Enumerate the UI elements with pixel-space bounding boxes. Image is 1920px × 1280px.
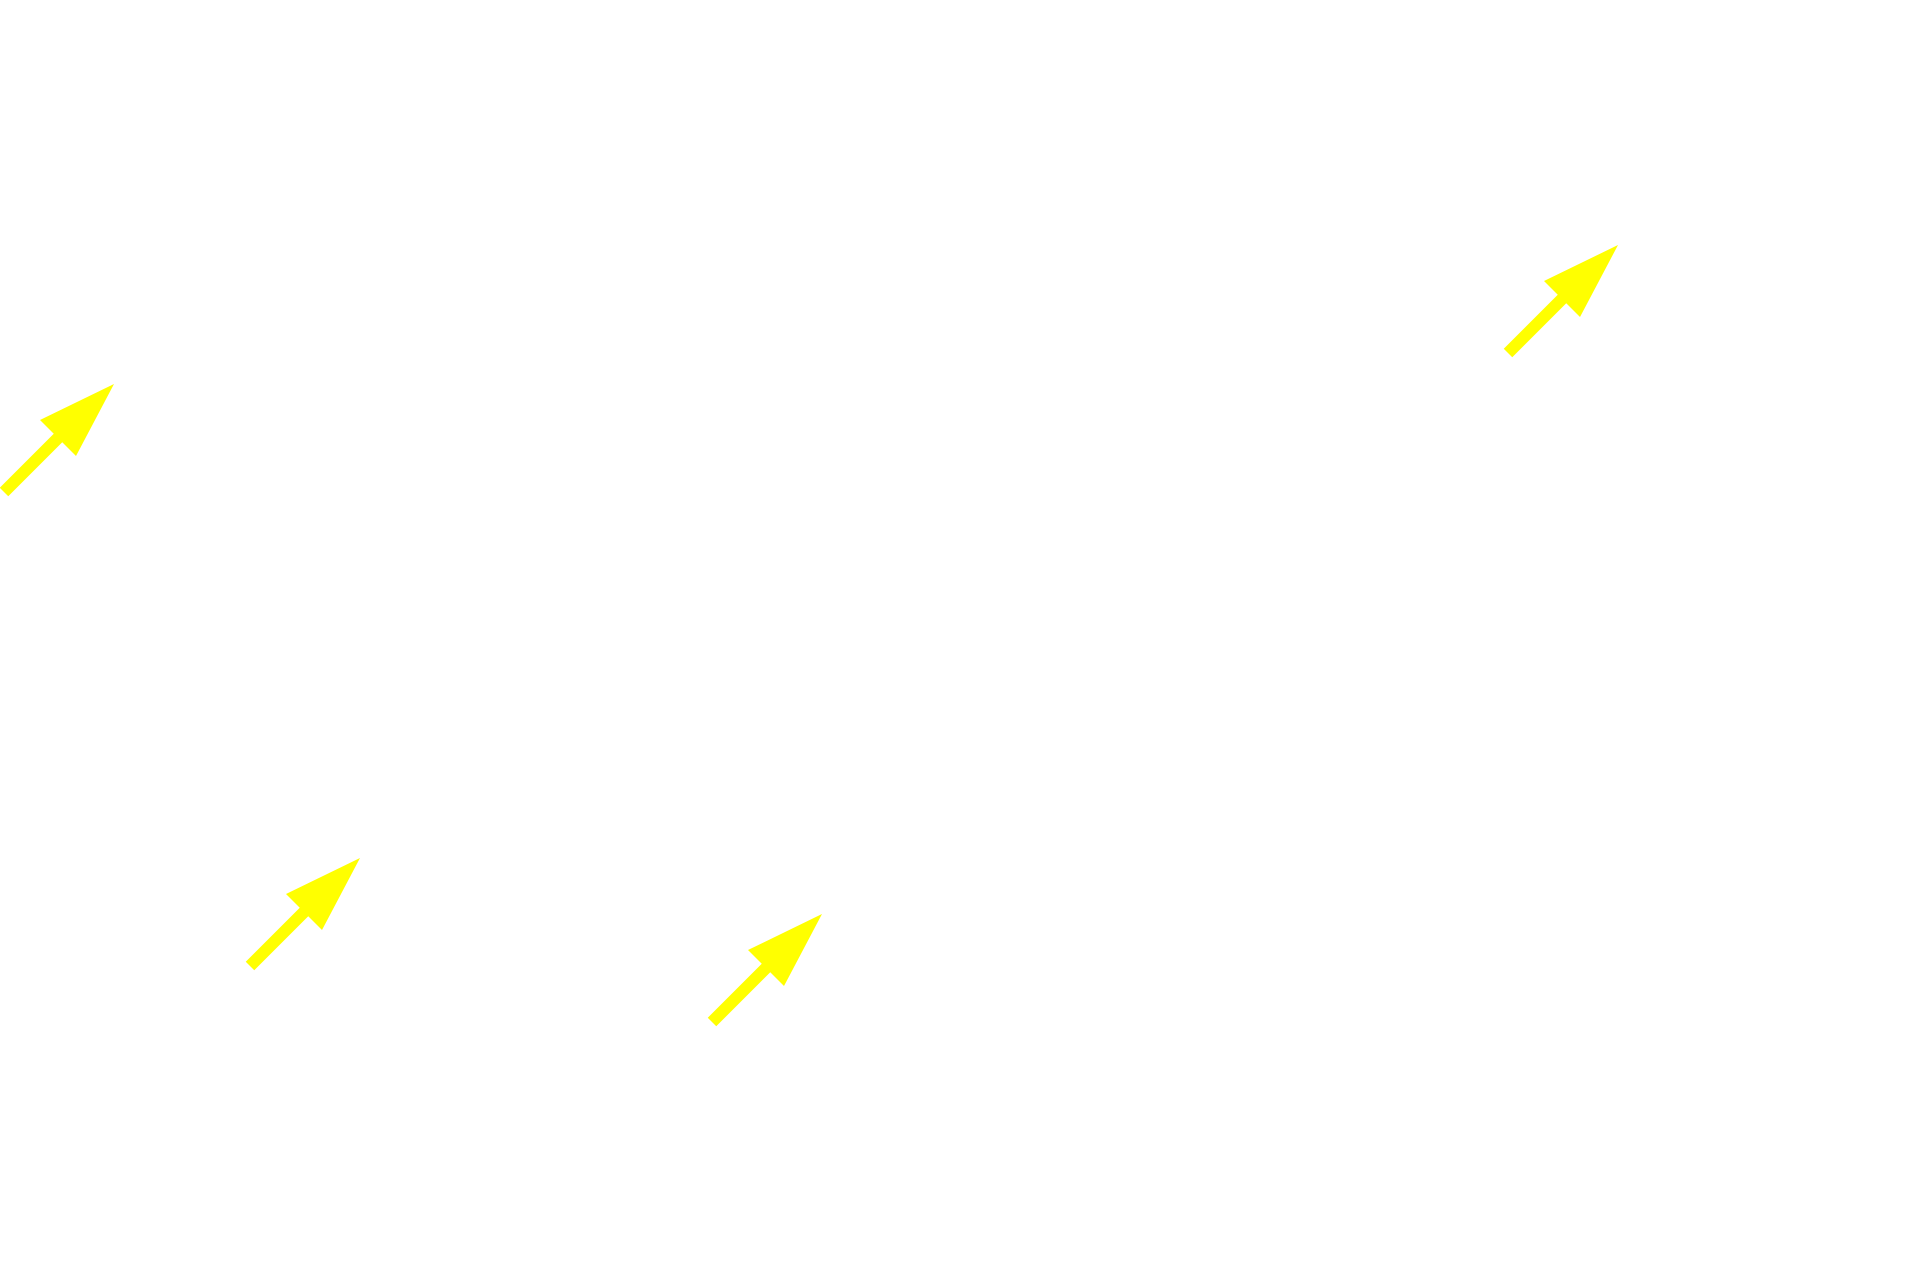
arrow-head (40, 384, 114, 456)
arrow-head (286, 858, 360, 930)
arrow-up-right-icon (1503, 245, 1618, 358)
arrow-head (748, 914, 822, 986)
arrow-head (1544, 245, 1618, 317)
arrow-up-right-icon (245, 858, 360, 971)
arrow-up-right-icon (707, 914, 822, 1027)
arrow-up-right-icon (0, 384, 114, 497)
